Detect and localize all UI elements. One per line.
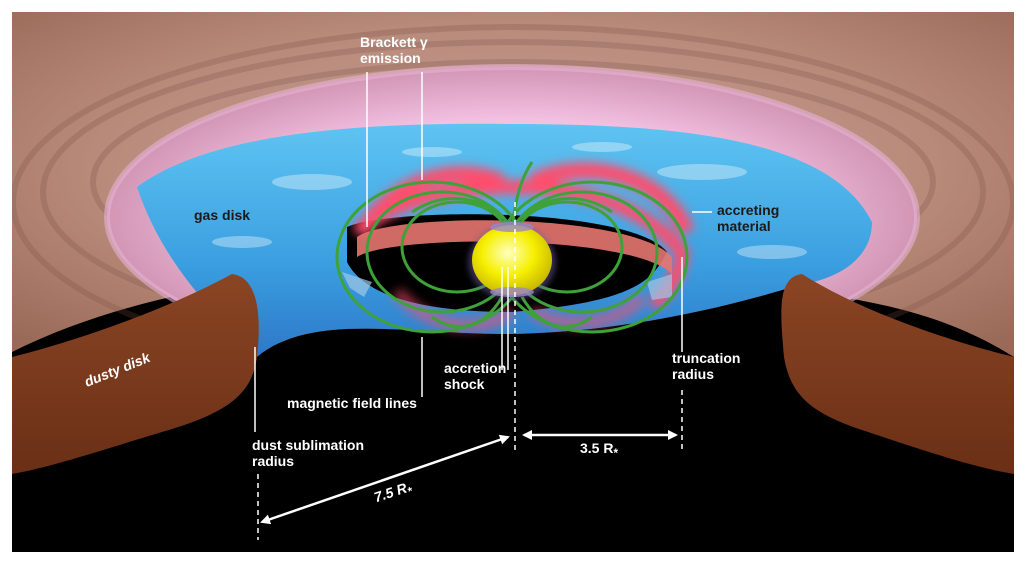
dusty-disk-right <box>781 274 1014 474</box>
gas-texture <box>212 142 807 259</box>
gas-disk-label: gas disk <box>194 207 251 223</box>
diagram-canvas <box>12 12 1014 552</box>
radius-markers <box>257 202 683 540</box>
truncation-radius-label: truncation radius <box>672 350 741 382</box>
star <box>468 222 556 300</box>
accreting-material-band <box>357 220 672 274</box>
dusty-disk-left <box>12 274 259 474</box>
distance-truncation-label: 3.5 R* <box>580 440 619 460</box>
arrow-dust-sublimation <box>260 434 510 525</box>
magnetic-field-lines-label: magnetic field lines <box>287 395 417 411</box>
leader-lines <box>254 72 712 432</box>
diagram-figure: Brackett γ emission gas disk accreting m… <box>12 12 1014 552</box>
brackett-label: Brackett γ emission <box>360 34 428 66</box>
accretion-shock-label: accretion shock <box>444 360 507 392</box>
accreting-material-label: accreting material <box>717 202 780 234</box>
dust-sublimation-radius-label: dust sublimation radius <box>252 437 364 469</box>
